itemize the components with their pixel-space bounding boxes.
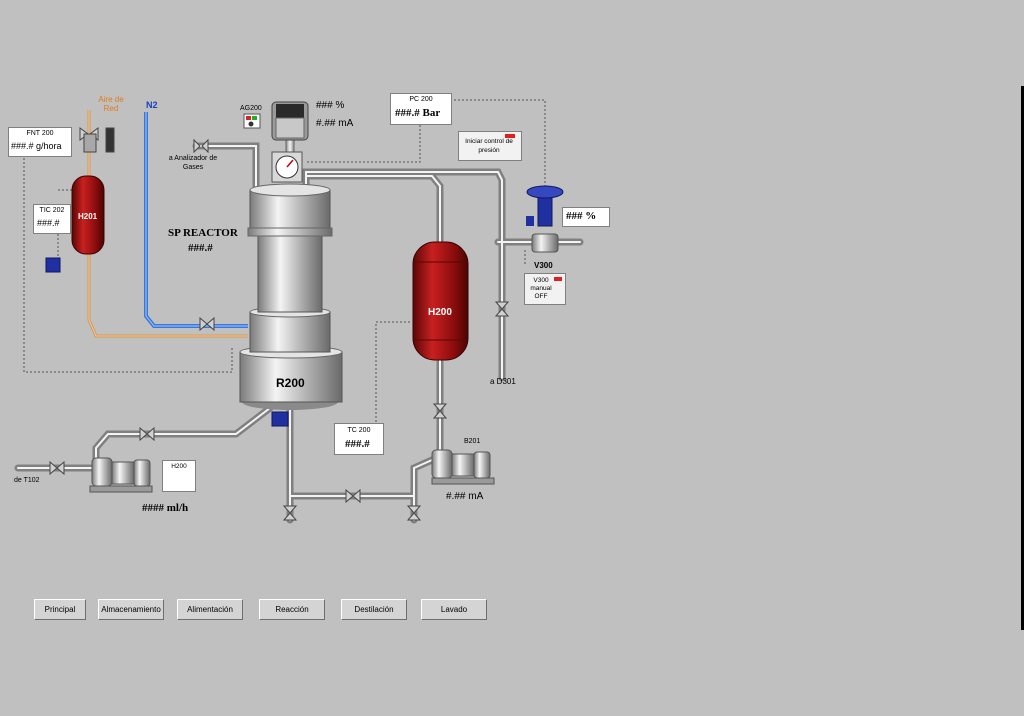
manual-valve-icon[interactable] (193, 138, 209, 154)
b201-tag: B201 (464, 438, 481, 445)
analyzer-label: a Analizador de Gases (168, 155, 218, 171)
manual-valve-icon[interactable] (49, 460, 65, 476)
h200-pump-tag: H200 (171, 463, 187, 470)
t102-label: de T102 (14, 477, 40, 484)
h200-label: H200 (428, 307, 452, 318)
h201-label: H201 (78, 212, 98, 221)
ag200-current: #.## mA (316, 118, 354, 129)
tic202-tag: TIC 202 (39, 207, 65, 214)
air-supply-label: Aire de Red (98, 95, 124, 113)
manual-valve-icon[interactable] (432, 403, 448, 419)
control-valve-icon[interactable] (526, 185, 564, 253)
reactor-r200[interactable] (239, 183, 343, 410)
h200-pump-control[interactable]: H200 (162, 460, 196, 492)
pc200-tag: PC 200 (409, 96, 433, 103)
pc200-display[interactable]: PC 200 ###.# Bar (390, 93, 452, 125)
ag200-tag: AG200 (240, 105, 262, 112)
manual-valve-icon[interactable] (199, 316, 215, 332)
b201-current: #.## mA (446, 491, 484, 502)
sp-reactor-label: SP REACTOR (168, 227, 238, 239)
window-edge (1021, 86, 1024, 630)
start-pressure-control-button[interactable]: Iniciar control de presión (458, 131, 522, 161)
nav-destilacion-button[interactable]: Destilación (341, 599, 407, 620)
control-valve-icon[interactable] (45, 257, 289, 427)
v300-manual-toggle[interactable]: V300 manual OFF (524, 273, 566, 305)
pressure-gauge-icon (271, 151, 303, 183)
n2-label: N2 (146, 100, 158, 110)
nav-reaccion-button[interactable]: Reacción (259, 599, 325, 620)
tc200-tag: TC 200 (347, 427, 371, 434)
sp-reactor-value: ###.# (188, 242, 213, 254)
manual-valve-icon[interactable] (494, 301, 510, 317)
nav-almacenamiento-button[interactable]: Almacenamiento (98, 599, 164, 620)
status-indicator-icon (505, 134, 515, 138)
h200-pump-flow: #### ml/h (142, 502, 189, 514)
fnt200-display: FNT 200 ###.# g/hora (8, 127, 72, 157)
nav-principal-button[interactable]: Principal (34, 599, 86, 620)
manual-valve-icon[interactable] (406, 505, 422, 521)
pump-icon[interactable] (89, 457, 153, 493)
motor-icon[interactable] (271, 101, 309, 153)
v300-manual-label: V300 manual OFF (530, 277, 552, 300)
status-indicator-icon (554, 277, 562, 281)
pump-icon[interactable] (431, 449, 495, 485)
vessel-h201[interactable] (71, 175, 105, 255)
manual-valve-icon[interactable] (282, 505, 298, 521)
v300-opening-value: ### % (566, 210, 597, 222)
manual-valve-icon[interactable] (79, 127, 115, 153)
vessel-h200[interactable] (412, 241, 469, 361)
tc200-value: ###.# (345, 438, 370, 450)
nav-lavado-button[interactable]: Lavado (421, 599, 487, 620)
r200-label: R200 (276, 376, 305, 390)
pc200-value: ###.# Bar (395, 107, 441, 119)
v300-opening-display: ### % (562, 207, 610, 227)
ag200-speed: ### % (316, 100, 345, 111)
manual-valve-icon[interactable] (345, 488, 361, 504)
v300-tag: V300 (534, 261, 553, 270)
tic202-value: ###.# (37, 218, 60, 228)
status-indicator-icon[interactable] (243, 113, 261, 129)
tic202-display[interactable]: TIC 202 ###.# (33, 204, 71, 234)
tc200-display[interactable]: TC 200 ###.# (334, 423, 384, 455)
nav-alimentacion-button[interactable]: Alimentación (177, 599, 243, 620)
d301-label: a D301 (490, 377, 516, 386)
fnt200-value: ###.# g/hora (11, 141, 62, 151)
start-pressure-control-label: Iniciar control de presión (465, 138, 513, 154)
manual-valve-icon[interactable] (139, 426, 155, 442)
fnt200-tag: FNT 200 (26, 130, 54, 137)
